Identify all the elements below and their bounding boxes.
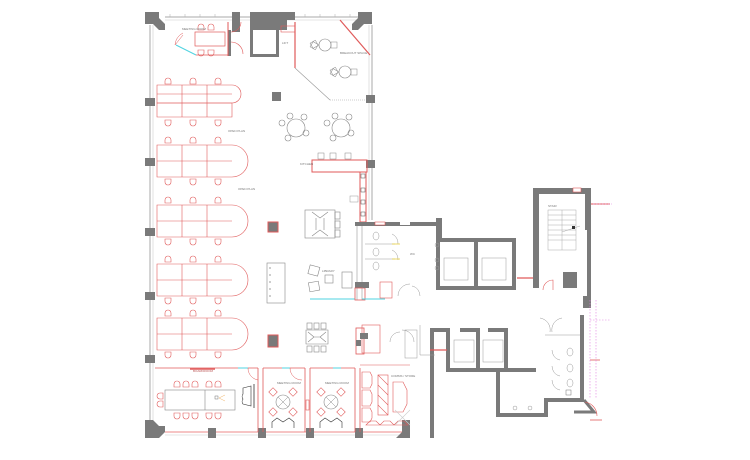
workstation-clusters	[156, 77, 249, 359]
label-boardroom: BOARDROOM	[193, 369, 214, 373]
label-open-plan-2: OPEN PLAN	[238, 187, 255, 191]
label-comms-store: COMMS / STORE	[391, 374, 415, 378]
label-meeting-room-1: MEETING ROOM	[277, 381, 301, 385]
library-lounge: LIBRARY	[307, 264, 353, 293]
lounge-sofa-set	[304, 209, 341, 239]
exterior-walls	[145, 12, 410, 438]
label-breakout-space: BREAKOUT SPACE	[340, 51, 367, 55]
structural-column	[267, 334, 279, 348]
kitchen-counter: KITCHEN	[300, 152, 368, 223]
structural-column	[267, 221, 279, 233]
label-lift: LIFT	[282, 41, 288, 45]
boardroom: BOARDROOM	[156, 369, 255, 420]
breakout-space: BREAKOUT SPACE	[309, 38, 367, 79]
label-meeting-room-2: MEETING ROOM	[325, 381, 349, 385]
door-swings	[389, 283, 435, 359]
structural-column	[272, 92, 281, 101]
library-shelf	[266, 262, 286, 304]
core-walls: WC STAIR	[355, 187, 610, 438]
label-meeting-room-top: MEETING ROOM	[182, 27, 206, 31]
partition-wall	[354, 222, 366, 301]
printer-unit: LIFT	[280, 19, 371, 101]
label-kitchen: KITCHEN	[300, 162, 313, 166]
label-stair: STAIR	[548, 204, 557, 208]
meeting-room-top: MEETING ROOM	[174, 21, 244, 57]
lockers-store: COMMS / STORE	[360, 364, 415, 426]
meeting-room-2: MEETING ROOM	[316, 381, 349, 428]
meeting-room-1: MEETING ROOM	[268, 381, 310, 428]
label-open-plan-1: OPEN PLAN	[228, 129, 245, 133]
label-library: LIBRARY	[322, 269, 335, 273]
label-wc: WC	[410, 252, 416, 256]
small-meeting-table	[305, 322, 329, 353]
cafe-tables	[278, 112, 355, 142]
boundary-line	[589, 203, 612, 398]
